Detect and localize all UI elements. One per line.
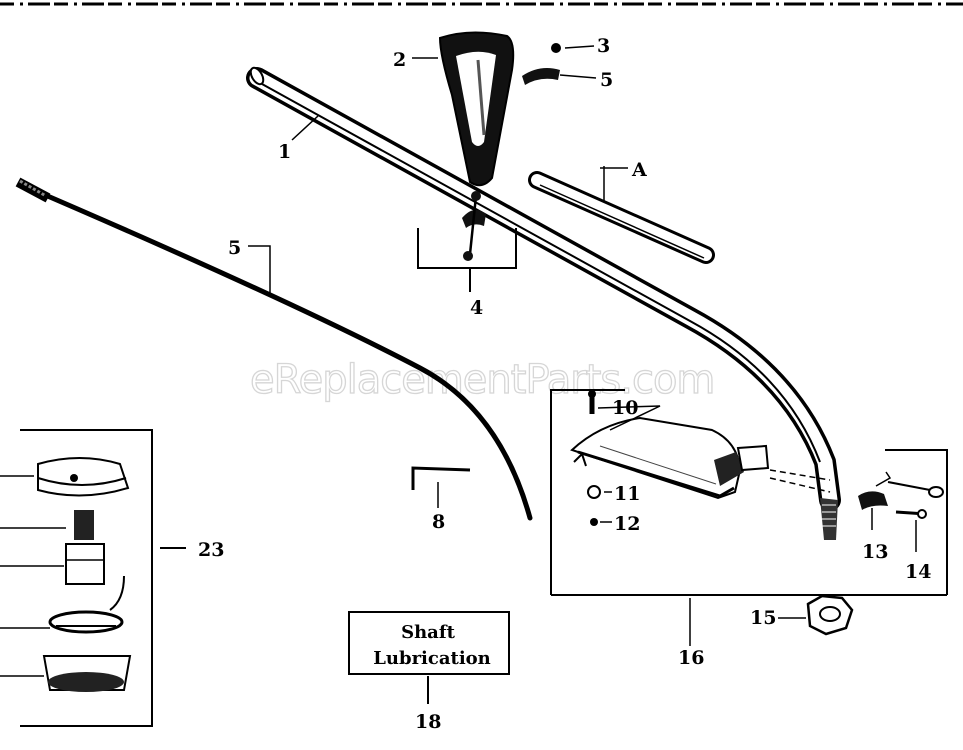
leader-lines — [248, 57, 691, 646]
handle-bracket-hardware — [417, 191, 517, 292]
callout-1: 1 — [278, 141, 291, 163]
upper-shaft-tube — [246, 66, 841, 511]
callout-18: 18 — [415, 711, 441, 733]
callout-16: 16 — [678, 647, 704, 669]
guard-screws — [587, 390, 661, 526]
screw-and-clamp-hardware — [522, 43, 597, 85]
callout-10: 10 — [612, 397, 638, 419]
clamp-bolts — [858, 471, 944, 552]
lubrication-line-1: Shaft — [401, 622, 455, 643]
part-a-tube — [528, 171, 715, 264]
hex-nut — [778, 594, 854, 636]
shaft-lubrication-box: Shaft Lubrication — [348, 611, 510, 704]
callout-5: 5 — [228, 237, 241, 259]
callout-4: 4 — [470, 297, 483, 319]
callout-3: 3 — [597, 35, 610, 57]
hex-wrench — [411, 466, 471, 490]
flex-drive-shaft — [15, 177, 533, 521]
callout-labels: 1 2 3 5 4 5 A 8 10 11 12 13 14 15 16 18 … — [198, 35, 931, 733]
callout-14: 14 — [905, 561, 931, 583]
callout-8: 8 — [432, 511, 445, 533]
handle-loop — [438, 31, 515, 187]
callout-13: 13 — [862, 541, 888, 563]
callout-6: 5 — [600, 69, 613, 91]
callout-15: 15 — [750, 607, 776, 629]
trimmer-head-assembly — [0, 429, 186, 727]
callout-2: 2 — [393, 49, 406, 71]
watermark: eReplacementParts.com — [250, 357, 714, 403]
guard-assembly-group — [550, 389, 948, 596]
callout-12: 12 — [614, 513, 640, 535]
callout-23: 23 — [198, 539, 224, 561]
callout-a: A — [631, 159, 647, 181]
callout-11: 11 — [614, 483, 640, 505]
lubrication-line-2: Lubrication — [373, 648, 491, 669]
